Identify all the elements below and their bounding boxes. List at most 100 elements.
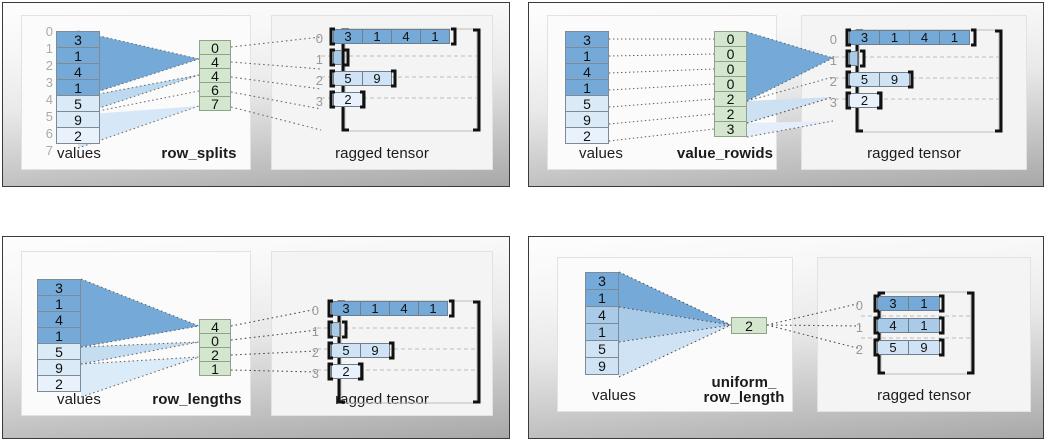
panel2-tensor-cell: 3: [849, 30, 880, 45]
panel1-connector-overlay: [77, 30, 322, 149]
panel1-index-3: 3: [45, 75, 53, 90]
panel1-fan-dark: [78, 31, 199, 98]
panel4-row-brackets: [873, 294, 945, 357]
panel3-tensor-cell: 9: [360, 343, 390, 358]
panel4-fan-mid: [619, 307, 731, 342]
panel4-value-cell: 3: [585, 272, 619, 290]
panel3-values-label: values: [57, 391, 101, 409]
panel3-tensor-row-empty: [331, 322, 340, 337]
panel3-fan-mid: [81, 342, 199, 364]
panel4-tensor-row: 3 1: [877, 296, 940, 311]
panel3-length-to-row-links: [230, 308, 318, 373]
panel3-row-label: 1: [311, 324, 319, 339]
panel3-tensor-graphics: [317, 300, 481, 404]
panel1-index-4: 4: [45, 92, 53, 107]
panel1-rowsplits-cell: 7: [199, 96, 231, 112]
panel2-row-brackets: [845, 28, 977, 110]
panel2-tensor-cell-empty: [849, 51, 858, 66]
panel2-row-label: 0: [829, 32, 837, 47]
panel4-row-label: 1: [855, 320, 863, 335]
panel2-fan-dark: [747, 32, 833, 101]
panel1-row-brackets: [329, 27, 457, 109]
panel2-ragged-label: ragged tensor: [867, 145, 961, 163]
panel2-tensor-cell: 5: [849, 72, 880, 87]
panel1-index-2: 2: [45, 58, 53, 73]
panel2-rowids-column: 0 0 0 0 2 2 3: [714, 31, 747, 137]
panel1-value-cell: 2: [56, 127, 100, 144]
panel2-tensor-row: 3 1 4 1: [849, 30, 970, 45]
panel1-row-label: 1: [315, 52, 323, 67]
panel1-ragged-label: ragged tensor: [335, 145, 429, 163]
panel1-tensor-cell: 9: [362, 71, 392, 86]
panel4-value-cell: 9: [585, 357, 619, 375]
panel-row-lengths: values row_lengths ragged tensor: [2, 236, 510, 439]
panel3-fan-edges: [80, 278, 200, 398]
panel4-row-label: 0: [855, 298, 863, 313]
panel2-tensor-cell: 1: [939, 30, 970, 45]
panel2-value-links: [608, 38, 715, 142]
panel1-value-cell: 5: [56, 95, 100, 112]
panel1-row-label: 3: [315, 94, 323, 109]
panel3-rowlength-cell: 1: [199, 361, 231, 377]
panel3-fan-dark: [81, 279, 199, 347]
panel3-row-label: 2: [311, 345, 319, 360]
panel1-partition-label: row_splits: [161, 145, 237, 163]
panel4-ragged-label: ragged tensor: [877, 387, 971, 405]
panel1-tensor-cell: 5: [333, 71, 363, 86]
panel1-rowsplits-column: 0 4 4 6 7: [199, 40, 231, 112]
panel4-tensor-cell: 9: [908, 340, 940, 355]
panel2-values-label: values: [579, 145, 623, 163]
panel3-tensor-row: 3 1 4 1: [331, 301, 448, 316]
panel3-tensor-cell-empty: [331, 322, 340, 337]
panel2-tensor-cell: 9: [879, 72, 910, 87]
panel-row-splits: values row_splits ragged tensor: [2, 2, 510, 187]
panel3-row-label: 3: [311, 366, 319, 381]
panel2-row-label: 3: [829, 95, 837, 110]
panel4-right-card: ragged tensor: [817, 257, 1031, 412]
panel2-tensor-row-empty: [849, 51, 858, 66]
panel-value-rowids: values value_rowids ragged tensor: [528, 2, 1044, 187]
panel4-partition-label: uniform_ row_length: [703, 373, 785, 407]
panel4-uniform-cell: 2: [731, 317, 767, 334]
panel4-values-column: 3 1 4 1 5 9: [585, 272, 619, 375]
panel-uniform-row-length: values uniform_ row_length ragged tensor: [528, 236, 1044, 439]
panel4-length-to-row-links: [766, 302, 862, 350]
panel2-connector-overlay: [608, 31, 834, 142]
panel3-ragged-label: ragged tensor: [335, 391, 429, 409]
panel4-row-label: 2: [855, 342, 863, 357]
panel4-connector-overlay: [618, 271, 862, 378]
panel3-rowlengths-column: 4 0 2 1: [199, 319, 231, 377]
panel1-tensor-cell: 1: [420, 29, 450, 44]
panel2-rowid-cell: 3: [714, 121, 747, 137]
panel1-values-column: 3 1 4 1 5 9 2: [56, 31, 100, 144]
panel4-tensor-cell: 1: [908, 296, 940, 311]
panel3-partition-label: row_lengths: [152, 391, 242, 409]
panel4-tensor-row: 5 9: [877, 340, 940, 355]
panel1-index-1: 1: [45, 41, 53, 56]
panel2-values-column: 3 1 4 1 5 9 2: [565, 31, 609, 144]
panel4-fan-edges: [618, 271, 732, 378]
panel1-tensor-row: 5 9: [333, 71, 392, 86]
panel2-value-cell: 2: [565, 127, 609, 144]
panel1-row-label: 2: [315, 73, 323, 88]
panel1-index-0: 0: [45, 24, 53, 39]
panel3-values-column: 3 1 4 1 5 9 2: [37, 279, 81, 392]
panel2-partition-label: value_rowids: [676, 145, 774, 163]
panel1-row-label: 0: [315, 31, 323, 46]
panel1-tensor-cell-empty: [333, 50, 342, 65]
panel3-row-brackets: [327, 299, 455, 381]
panel1-rowsplits-cell: 6: [199, 82, 231, 98]
panel4-tensor-row: 4 1: [877, 318, 940, 333]
panel3-tensor-cell: 1: [360, 301, 390, 316]
panel3-tensor-row: 5 9: [331, 343, 390, 358]
panel1-values-label: values: [57, 145, 101, 163]
panel1-split-to-row-links: [230, 36, 322, 131]
panel1-index-7: 7: [45, 143, 53, 158]
panel3-row-label: 0: [311, 303, 319, 318]
panel4-uniform-column: 2: [731, 317, 767, 334]
panel2-fan-edges: [746, 31, 834, 138]
panel3-tensor-cell: 1: [418, 301, 448, 316]
panel2-rowid-cell: 0: [714, 46, 747, 62]
panel1-index-6: 6: [45, 126, 53, 141]
